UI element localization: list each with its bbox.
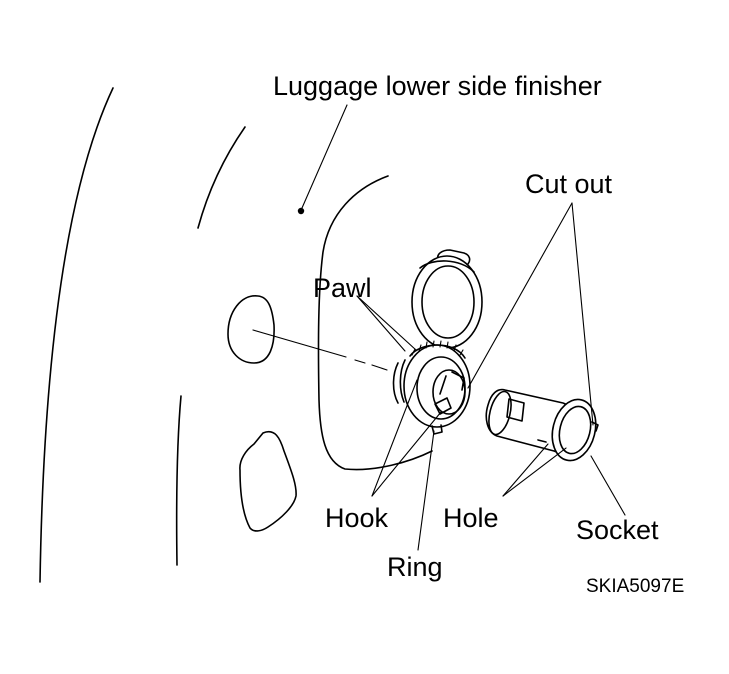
hook-leader-2: [371, 411, 442, 497]
alignment-axis-line: [252, 329, 347, 358]
hook-leader-1: [371, 379, 418, 497]
socket-leader: [590, 455, 626, 516]
hole-leader-1: [502, 443, 549, 497]
hole-leader-2: [502, 447, 567, 497]
ring-label: Ring: [387, 552, 443, 582]
ring-inner-tab-1: [434, 397, 452, 415]
finisher-leader: [301, 104, 348, 209]
ring-bottom-tab: [431, 424, 443, 435]
finisher-leader-dot: [297, 207, 305, 215]
pawl-label: Pawl: [313, 273, 372, 303]
ring-knurl-band: [409, 344, 466, 359]
socket-flange-inner: [558, 405, 592, 455]
left-oval-hole: [227, 295, 275, 364]
ring-inner-tab-3: [439, 375, 447, 395]
panel-outer-curve: [39, 87, 114, 583]
hole-label: Hole: [443, 503, 499, 533]
panel-inner-curve: [197, 126, 246, 229]
socket-flange-notch: [591, 421, 599, 432]
socket-cutout-window: [506, 398, 525, 422]
cutout-leader-2: [571, 202, 594, 426]
cap-top-rim: [419, 260, 475, 273]
cut-out-label: Cut out: [525, 169, 613, 199]
cutout-leader-1: [467, 202, 573, 389]
pawl-leader-2: [356, 295, 417, 351]
alignment-axis-line-2: [371, 364, 388, 371]
panel-lower-edge: [175, 395, 182, 566]
finisher-opening-edge: [317, 175, 433, 471]
pawl-leader-1: [356, 295, 406, 352]
lower-panel-cover: [239, 431, 297, 532]
ring-leader: [417, 430, 435, 551]
ring-bore: [432, 369, 466, 415]
hook-label: Hook: [325, 503, 389, 533]
cap-hinge-tab: [436, 249, 471, 265]
alignment-axis-dash: [354, 359, 366, 364]
pawl-arc: [392, 362, 399, 404]
pawl-arc-2: [399, 359, 406, 403]
ring-inner-tab-2: [451, 371, 465, 391]
cap-inner: [421, 265, 475, 339]
socket-body-end: [488, 390, 512, 436]
finisher-label: Luggage lower side finisher: [273, 71, 602, 101]
socket-hole-1: [537, 439, 547, 443]
socket-label: Socket: [576, 515, 659, 545]
figure-code-label: SKIA5097E: [586, 576, 685, 597]
